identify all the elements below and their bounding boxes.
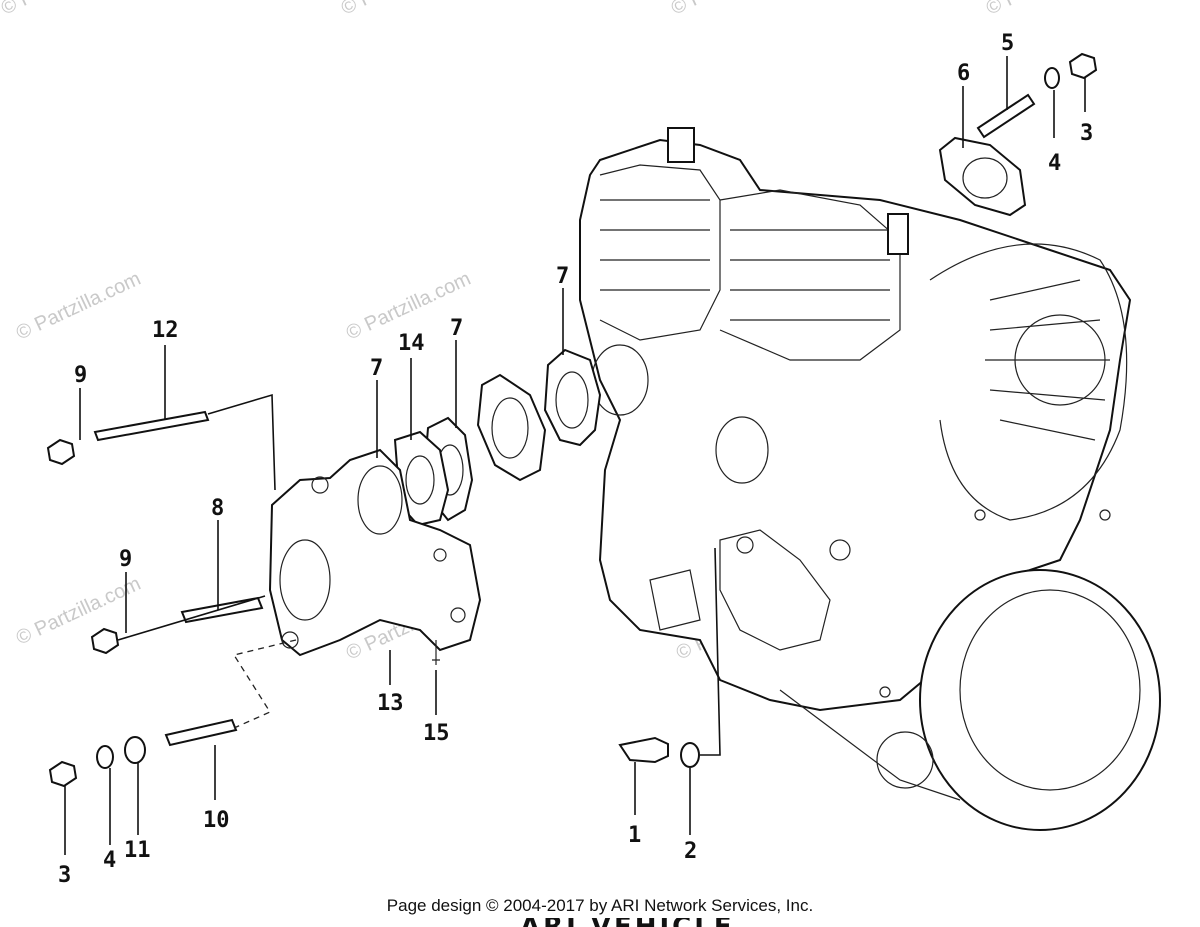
callout-4: 4 — [103, 848, 116, 873]
watermark: © Partzilla.com — [13, 268, 144, 345]
gaskets — [393, 136, 1027, 527]
watermark: © Partzilla.com — [338, 0, 469, 20]
washer-4-left — [96, 745, 114, 769]
callout-7: 7 — [370, 356, 383, 381]
sensor-1 — [618, 736, 669, 764]
nut-3-right — [1068, 52, 1098, 80]
nut-9-bottom — [90, 627, 120, 655]
nut-9-top — [46, 438, 76, 466]
callout-4: 4 — [1048, 151, 1061, 176]
callout-9: 9 — [119, 547, 132, 572]
callout-12: 12 — [152, 318, 179, 343]
callout-5: 5 — [1001, 31, 1014, 56]
callout-9: 9 — [74, 363, 87, 388]
callout-7: 7 — [450, 316, 463, 341]
footer-copyright: Page design © 2004-2017 by ARI Network S… — [386, 896, 814, 915]
callout-8: 8 — [211, 496, 224, 521]
footer-clipped-text: ARI VEHICLE — [0, 918, 1200, 927]
callout-11: 11 — [124, 838, 151, 863]
hardware — [46, 52, 1098, 788]
stud-5 — [976, 93, 1036, 139]
watermark: © Partzilla.com — [983, 0, 1114, 20]
gasket-7-right — [543, 348, 602, 447]
callout-3: 3 — [1080, 121, 1093, 146]
washer-11 — [124, 736, 146, 764]
gasket-center — [476, 373, 547, 482]
leader-lines — [64, 56, 1086, 855]
stud-8 — [180, 596, 264, 624]
watermark: © Partzilla.com — [0, 0, 129, 20]
callout-10: 10 — [203, 808, 230, 833]
washer-2 — [680, 742, 700, 768]
callout-7: 7 — [556, 264, 569, 289]
callout-14: 14 — [398, 331, 425, 356]
stud-12 — [93, 410, 210, 442]
callouts: 1 2 3 3 4 4 5 6 7 7 7 8 9 9 10 11 12 13 … — [58, 31, 1093, 888]
nut-3-left — [48, 760, 78, 788]
watermark: © Partzilla.com — [668, 0, 799, 20]
footer-cut-text: ARI VEHICLE — [520, 918, 735, 927]
callout-15: 15 — [423, 721, 450, 746]
exhaust-gasket-6 — [938, 136, 1027, 217]
callout-13: 13 — [377, 691, 404, 716]
callout-1: 1 — [628, 823, 641, 848]
callout-6: 6 — [957, 61, 970, 86]
washer-4-right — [1044, 67, 1060, 89]
exhaust-manifold — [268, 448, 482, 665]
callout-3: 3 — [58, 863, 71, 888]
callout-2: 2 — [684, 839, 697, 864]
stud-10 — [164, 718, 238, 747]
engine-block — [579, 127, 1161, 831]
